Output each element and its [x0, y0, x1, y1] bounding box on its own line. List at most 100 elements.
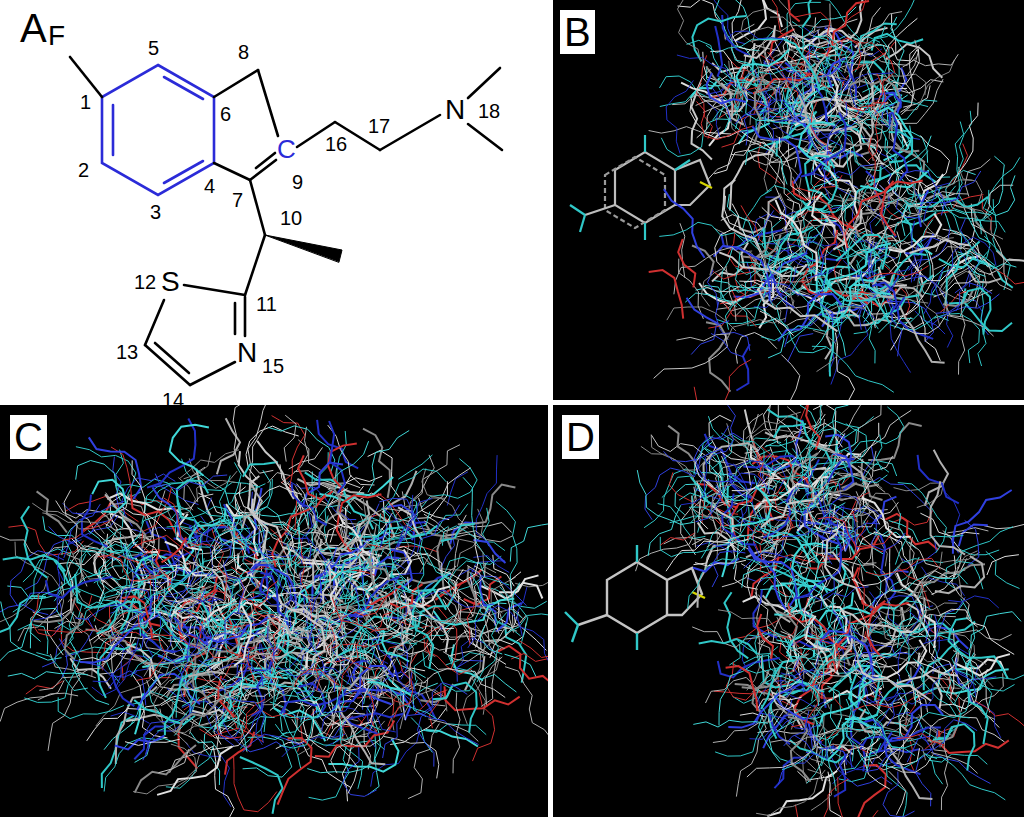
conformer-line: [290, 610, 324, 669]
conformer-line: [852, 24, 897, 60]
conformer-line: [395, 495, 413, 569]
conformer-overlay: [649, 0, 1024, 400]
conformer-line: [814, 185, 861, 250]
conformer-line: [298, 440, 320, 470]
conformer-line: [956, 242, 1012, 290]
conformer-line: [271, 628, 283, 679]
conformer-line: [92, 480, 126, 512]
conformer-line: [384, 469, 446, 521]
conformer-line: [319, 477, 393, 502]
conformer-line: [678, 0, 726, 39]
conformer-line: [725, 31, 784, 40]
conformer-line: [152, 641, 211, 696]
conformer-line: [694, 359, 751, 400]
conformer-line: [920, 136, 949, 188]
conformer-line: [115, 611, 141, 637]
conformer-line: [174, 558, 217, 571]
conformer-line: [224, 543, 245, 612]
conformer-line: [289, 447, 323, 469]
conformer-line: [730, 143, 775, 211]
conformer-line: [405, 498, 445, 507]
conformer-line: [900, 45, 919, 112]
conformer-line: [304, 556, 334, 595]
conformer-line: [779, 177, 838, 217]
conformer-line: [309, 746, 350, 800]
conformer-line: [832, 75, 852, 119]
conformer-line: [823, 191, 851, 213]
conformer-line: [65, 539, 73, 592]
conformer-line: [752, 0, 791, 43]
conformer-line: [278, 688, 342, 727]
conformer-line: [56, 501, 138, 531]
conformer-line: [368, 431, 409, 493]
conformer-line: [721, 228, 765, 298]
conformer-line: [172, 624, 184, 654]
conformer-line: [843, 114, 871, 138]
conformer-line: [446, 538, 496, 573]
conformer-line: [233, 405, 250, 463]
conformer-line: [184, 661, 230, 667]
conformer-line: [455, 569, 473, 616]
conformer-line: [476, 455, 497, 541]
conformer-line: [701, 267, 727, 307]
conformer-line: [138, 615, 172, 636]
conformer-line: [343, 727, 389, 747]
conformer-line: [725, 304, 756, 327]
conformer-line: [361, 586, 401, 612]
conformer-line: [864, 0, 917, 46]
conformer-line: [458, 485, 516, 525]
conformer-line: [144, 663, 213, 687]
conformer-line: [261, 673, 315, 691]
conformer-line: [778, 253, 810, 286]
conformer-line: [418, 683, 442, 767]
conformer-line: [223, 689, 262, 745]
conformer-line: [0, 621, 32, 676]
conformer-line: [170, 746, 215, 773]
conformer-line: [248, 627, 274, 671]
conformer-line: [250, 423, 268, 488]
conformer-line: [458, 569, 526, 606]
conformer-line: [408, 724, 439, 799]
conformer-line: [167, 677, 193, 701]
conformer-line: [755, 88, 769, 122]
conformer-line: [234, 756, 277, 812]
conformer-line: [731, 142, 785, 185]
conformer-line: [225, 677, 257, 729]
conformer-line: [367, 682, 412, 696]
conformer-line: [417, 505, 459, 553]
conformer-line: [826, 269, 890, 323]
conformer-line: [877, 74, 886, 110]
conformer-line: [890, 316, 949, 330]
conformer-line: [0, 576, 48, 622]
conformer-line: [113, 566, 159, 609]
conformer-line: [815, 36, 855, 63]
panel-background: [553, 0, 1024, 400]
conformer-line: [368, 450, 400, 497]
conformer-line: [889, 132, 913, 162]
conformer-line: [941, 171, 980, 215]
conformer-line: [384, 736, 439, 778]
conformer-line: [99, 560, 125, 592]
conformer-line: [279, 684, 338, 717]
conformer-line: [231, 540, 282, 560]
conformer-line: [248, 581, 278, 616]
conformer-line: [341, 516, 370, 551]
conformer-line: [687, 40, 754, 80]
conformer-line: [58, 592, 104, 630]
conformer-line: [808, 247, 824, 278]
conformer-line: [284, 415, 296, 461]
conformer-line: [666, 80, 693, 153]
conformer-line: [953, 103, 978, 185]
conformer-line: [152, 475, 227, 490]
conformer-line: [187, 528, 251, 547]
conformer-line: [406, 523, 424, 598]
conformer-line: [855, 74, 894, 118]
conformer-line: [222, 462, 241, 511]
conformer-line: [195, 603, 248, 625]
conformer-line: [328, 739, 398, 772]
conformer-line: [794, 72, 859, 106]
conformer-line: [379, 632, 412, 643]
conformer-line: [854, 285, 890, 294]
conformer-line: [850, 64, 870, 113]
conformer-line: [519, 641, 548, 674]
